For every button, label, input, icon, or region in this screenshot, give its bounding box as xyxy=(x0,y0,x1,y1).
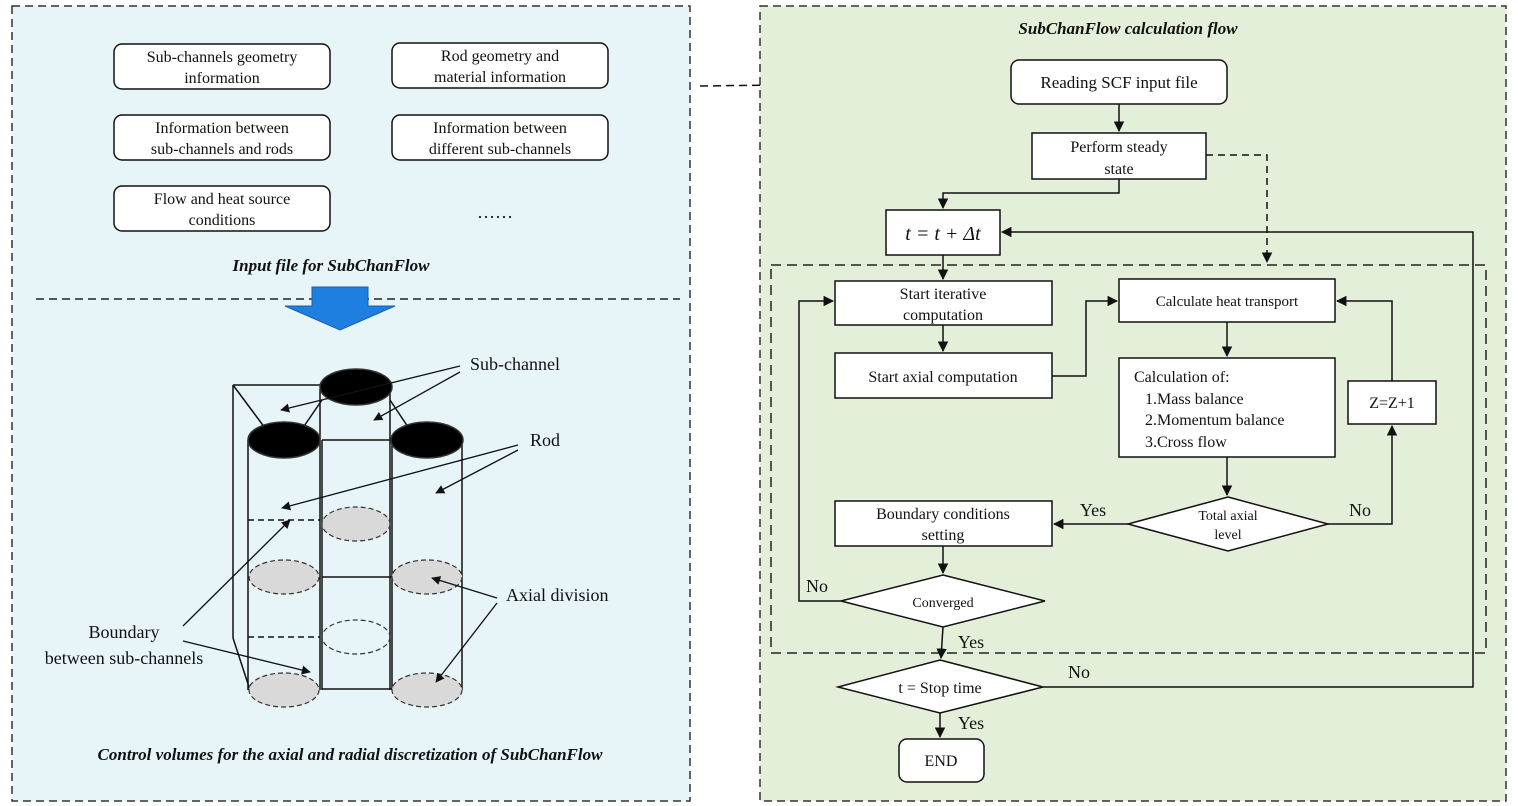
input-box-flow-heat-source: Flow and heat source conditions xyxy=(113,185,331,232)
node-text: 2.Momentum balance xyxy=(1145,412,1285,429)
input-box-text: Information between xyxy=(433,120,567,137)
edge-label-no: No xyxy=(806,576,828,596)
node-text: Start axial computation xyxy=(868,369,1017,386)
edge-label-yes: Yes xyxy=(1080,500,1106,520)
edge-label-yes: Yes xyxy=(958,632,984,652)
node-text: Calculate heat transport xyxy=(1156,294,1299,310)
node-text: Z=Z+1 xyxy=(1369,395,1415,412)
input-caption: Input file for SubChanFlow xyxy=(232,256,431,275)
node-text: Calculation of: xyxy=(1134,369,1230,386)
input-box-text: Information between xyxy=(155,120,289,137)
node-text: level xyxy=(1214,528,1241,543)
left-panel: Sub-channels geometry information Rod ge… xyxy=(11,5,691,802)
flow-edges xyxy=(798,104,1474,739)
rod-top-ellipse xyxy=(390,421,464,459)
input-box-text: information xyxy=(184,70,260,87)
node-text: Reading SCF input file xyxy=(1040,73,1197,92)
input-box-text: Rod geometry and xyxy=(441,48,559,65)
axial-division-ellipse xyxy=(321,619,391,655)
input-box-text: conditions xyxy=(189,212,256,229)
node-end: END xyxy=(898,738,985,783)
node-text: computation xyxy=(903,307,983,324)
ellipsis-text: …… xyxy=(477,202,513,222)
edge-label-no: No xyxy=(1068,662,1090,682)
right-panel: SubChanFlow calculation flow Reading SCF… xyxy=(759,5,1507,802)
input-box-text: material information xyxy=(434,69,566,86)
flow-title: SubChanFlow calculation flow xyxy=(1018,19,1238,38)
input-box-text: Sub-channels geometry xyxy=(147,49,298,66)
down-arrow-icon xyxy=(284,286,396,331)
node-text: Boundary conditions xyxy=(876,506,1010,523)
input-box-text: sub-channels and rods xyxy=(151,141,293,158)
input-box-different-subchannels: Information between different sub-channe… xyxy=(391,114,609,161)
node-text: Perform steady xyxy=(1070,139,1167,156)
axial-division-ellipse xyxy=(248,672,320,708)
input-box-subchannel-geometry: Sub-channels geometry information xyxy=(113,43,331,90)
node-boundary-conditions: Boundary conditions setting xyxy=(834,500,1053,547)
node-steady-state: Perform steady state xyxy=(1031,132,1207,180)
label-sub-channel: Sub-channel xyxy=(470,354,560,374)
annotation-arrows xyxy=(182,365,519,683)
node-text: 3.Cross flow xyxy=(1145,434,1227,451)
node-read-input: Reading SCF input file xyxy=(1010,59,1228,105)
iteration-loop-frame xyxy=(770,264,1487,654)
node-total-axial-level: Total axial level xyxy=(1125,496,1331,552)
node-start-iterative: Start iterative computation xyxy=(834,280,1053,326)
label-boundary: between sub-channels xyxy=(45,648,203,668)
node-time-step: t = t + Δt xyxy=(885,209,1001,256)
node-calculation: Calculation of: 1.Mass balance 2.Momentu… xyxy=(1118,357,1336,458)
label-axial-division: Axial division xyxy=(506,585,609,605)
axial-division-ellipse xyxy=(248,559,320,595)
node-text: Converged xyxy=(912,596,973,611)
node-text: t = Stop time xyxy=(898,680,981,697)
node-heat-transport: Calculate heat transport xyxy=(1118,278,1336,323)
node-text: t = t + Δt xyxy=(905,223,981,245)
node-text: 1.Mass balance xyxy=(1145,391,1244,408)
node-text: Start iterative xyxy=(900,286,987,303)
label-boundary: Boundary xyxy=(89,622,160,642)
rod-top-ellipse xyxy=(247,421,321,459)
node-z-increment: Z=Z+1 xyxy=(1347,380,1437,425)
axial-division-ellipse xyxy=(321,506,391,542)
input-box-subchannels-rods: Information between sub-channels and rod… xyxy=(113,114,331,161)
edge-label-no: No xyxy=(1349,500,1371,520)
input-box-rod-geometry: Rod geometry and material information xyxy=(391,42,609,89)
node-text: state xyxy=(1104,161,1133,178)
rod-top-ellipse xyxy=(319,368,393,406)
input-box-text: different sub-channels xyxy=(429,141,571,158)
axial-division-ellipse xyxy=(391,672,463,708)
input-box-text: Flow and heat source xyxy=(154,191,290,208)
bottom-caption: Control volumes for the axial and radial… xyxy=(98,745,604,764)
node-stop-time: t = Stop time xyxy=(835,659,1044,714)
node-start-axial: Start axial computation xyxy=(834,352,1053,399)
edge-label-yes: Yes xyxy=(958,713,984,733)
label-rod: Rod xyxy=(530,430,560,450)
node-text: setting xyxy=(922,527,965,544)
node-text: END xyxy=(925,753,958,770)
node-text: Total axial xyxy=(1198,509,1257,524)
axial-division-ellipse xyxy=(391,559,463,595)
